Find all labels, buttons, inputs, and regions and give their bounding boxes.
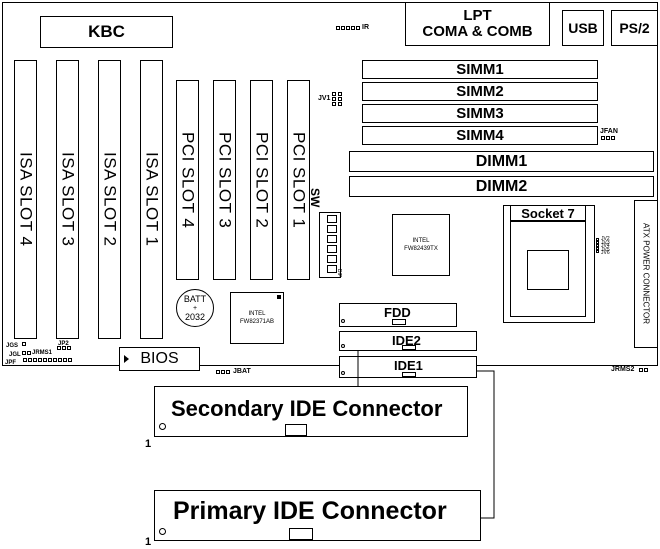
simm2-slot: SIMM2 <box>362 82 598 101</box>
lpt-com-connector: LPT COMA & COMB <box>405 2 550 46</box>
bios-label: BIOS <box>140 350 179 367</box>
jgs-label: JGS <box>6 343 19 349</box>
usb-connector: USB <box>562 10 604 46</box>
simm4-label: SIMM4 <box>456 127 504 144</box>
isa-slot-4: ISA SLOT 4 <box>14 60 37 339</box>
jrms2-header: JRMS2 <box>611 366 648 374</box>
kbc-connector: KBC <box>40 16 173 48</box>
dimm2-slot: DIMM2 <box>349 176 654 197</box>
isa-slot-1: ISA SLOT 1 <box>140 60 163 339</box>
jv4-label: JV4 <box>601 243 610 249</box>
ps2-label: PS/2 <box>619 20 650 36</box>
jpf-header <box>22 358 72 362</box>
ide1-label: IDE1 <box>394 358 423 373</box>
usb-label: USB <box>568 20 598 36</box>
atx-power-connector: ATX POWER CONNECTOR <box>634 200 658 348</box>
jrms2-label: JRMS2 <box>611 366 635 373</box>
primary-ide-connector-detail: Primary IDE Connector <box>154 490 481 541</box>
pci-slot-4-label: PCI SLOT 4 <box>178 131 198 229</box>
motherboard-outline <box>2 2 658 366</box>
primary-ide-title: Primary IDE Connector <box>173 497 447 525</box>
secondary-pin-one-label: 1 <box>145 438 152 450</box>
pci-slot-2-label: PCI SLOT 2 <box>252 131 272 229</box>
isa-slot-3-label: ISA SLOT 3 <box>58 152 78 247</box>
south-chip-part: FW82371AB <box>239 319 275 325</box>
socket-7-label: Socket 7 <box>510 205 586 221</box>
jgl-label: JGL <box>9 352 21 358</box>
socket-7-center <box>527 250 569 290</box>
jv5-label: JV5 <box>601 246 610 253</box>
batt-type: 2032 <box>184 311 206 322</box>
north-chip-vendor: INTEL <box>412 238 430 244</box>
ps2-connector: PS/2 <box>611 10 658 46</box>
pci-slot-1: PCI SLOT 1 <box>287 80 310 280</box>
dimm1-label: DIMM1 <box>475 152 528 170</box>
socket-7-cpu-outline <box>510 221 586 317</box>
jgl-jumper <box>21 351 31 355</box>
atx-label: ATX POWER CONNECTOR <box>641 223 651 325</box>
fdd-label: FDD <box>384 305 411 320</box>
pci-slot-3: PCI SLOT 3 <box>213 80 236 280</box>
simm4-slot: SIMM4 <box>362 126 598 145</box>
jv1-jumper: JV1 <box>318 92 343 106</box>
simm1-slot: SIMM1 <box>362 60 598 79</box>
battery: BATT + 2032 <box>176 289 214 327</box>
isa-slot-3: ISA SLOT 3 <box>56 60 79 339</box>
isa-slot-2-label: ISA SLOT 2 <box>100 152 120 247</box>
simm2-label: SIMM2 <box>456 83 504 100</box>
secondary-ide-connector-detail: Secondary IDE Connector <box>154 386 468 437</box>
jbat-label: JBAT <box>233 368 251 375</box>
ir-label: IR <box>362 24 369 31</box>
dimm1-slot: DIMM1 <box>349 151 654 172</box>
pci-slot-2: PCI SLOT 2 <box>250 80 273 280</box>
jp2-label: JP2 <box>58 341 69 347</box>
secondary-ide-pin1-marker <box>159 423 166 430</box>
jgs-jumper <box>21 342 26 346</box>
ide1-connector: IDE1 <box>339 356 477 378</box>
intel-82371ab-chip: INTEL FW82371AB <box>230 292 284 344</box>
primary-pin-one-label: 1 <box>145 536 152 548</box>
dip-switch: DIP <box>319 212 342 278</box>
jv1-label: JV1 <box>318 95 331 102</box>
simm1-label: SIMM1 <box>456 61 504 78</box>
kbc-label: KBC <box>88 22 125 41</box>
jfan-label: JFAN <box>600 128 618 135</box>
isa-slot-1-label: ISA SLOT 1 <box>142 152 162 247</box>
batt-label: BATT <box>183 293 207 304</box>
simm3-slot: SIMM3 <box>362 104 598 123</box>
jfan-header: JFAN <box>600 128 618 140</box>
dimm2-label: DIMM2 <box>475 177 528 195</box>
ide2-connector: IDE2 <box>339 331 477 351</box>
pci-slot-3-label: PCI SLOT 3 <box>215 131 235 229</box>
secondary-ide-title: Secondary IDE Connector <box>171 396 443 421</box>
socket-7: Socket 7 <box>503 205 595 323</box>
pci-slot-1-label: PCI SLOT 1 <box>289 131 309 229</box>
jv2-label: JV2 <box>601 236 610 242</box>
isa-slot-4-label: ISA SLOT 4 <box>16 152 36 247</box>
jv6-label: JV6 <box>601 250 610 256</box>
ir-header: IR <box>335 24 369 32</box>
jp2-jumper <box>56 346 71 350</box>
jv3-label: JV3 <box>601 239 610 246</box>
cpu-voltage-jumpers: JV2 JV3 JV4 JV5 JV6 <box>596 236 610 256</box>
batt-plus: + <box>192 304 198 312</box>
jpf-label: JPF <box>5 360 17 366</box>
bios-chip: BIOS <box>119 347 200 371</box>
ide2-label: IDE2 <box>392 333 421 348</box>
jrms1-label: JRMS1 <box>32 350 53 356</box>
south-chip-vendor: INTEL <box>248 311 266 317</box>
north-chip-part: FW82439TX <box>404 246 438 252</box>
primary-ide-pin1-marker <box>159 528 166 535</box>
intel-82439tx-chip: INTEL FW82439TX <box>392 214 450 276</box>
lpt-label: LPT <box>463 7 492 24</box>
primary-ide-key <box>289 528 313 540</box>
secondary-ide-key <box>285 424 307 436</box>
com-label: COMA & COMB <box>422 23 533 40</box>
simm3-label: SIMM3 <box>456 105 504 122</box>
isa-slot-2: ISA SLOT 2 <box>98 60 121 339</box>
jbat-jumper: JBAT <box>215 368 251 376</box>
pci-slot-4: PCI SLOT 4 <box>176 80 199 280</box>
fdd-connector: FDD <box>339 303 457 327</box>
